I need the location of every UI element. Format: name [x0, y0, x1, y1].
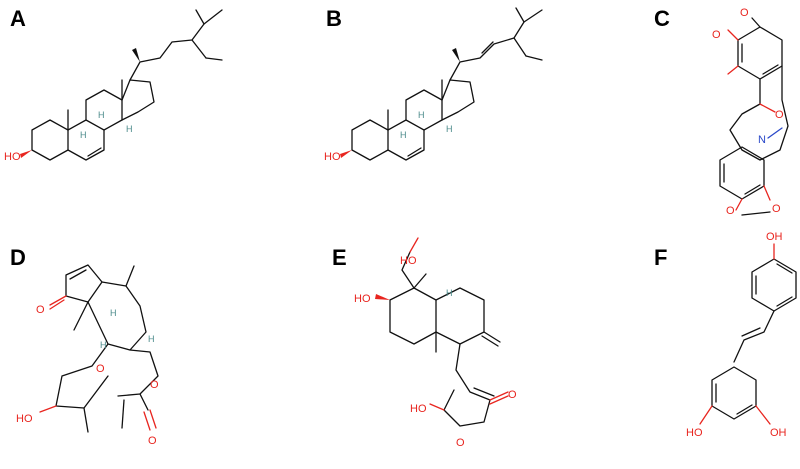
panel-label-d: D: [10, 245, 26, 270]
oxygen-c3: O: [775, 109, 784, 121]
oxygen-e-carbonyl: O: [508, 389, 517, 401]
molecule-b: HO H H H: [324, 7, 543, 163]
hydroxyl-f-top: OH: [766, 231, 783, 243]
panel-b: B HO H H H: [324, 6, 543, 163]
hydroxyl-e-side: HO: [354, 293, 371, 305]
h-label-d3: H: [100, 340, 107, 350]
hydroxyl-f-right: OH: [770, 427, 787, 439]
oxygen-d4: O: [148, 435, 157, 447]
hydroxyl-f-left: HO: [686, 427, 703, 439]
panel-label-c: C: [654, 6, 670, 31]
molecule-c: O O O N O O: [712, 7, 789, 217]
h-label-e1: H: [446, 288, 453, 298]
hydroxyl-e-top: HO: [400, 255, 417, 267]
hydroxyl-a: HO: [4, 151, 21, 163]
oxygen-c5: O: [772, 203, 781, 215]
h-label-a1: H: [98, 110, 105, 120]
oxygen-d3: O: [150, 379, 159, 391]
h-label-a3: H: [126, 124, 133, 134]
panel-label-f: F: [654, 245, 667, 270]
hydroxyl-e-bottom: HO: [410, 403, 427, 415]
panel-label-a: A: [10, 6, 26, 31]
oxygen-d1: O: [36, 304, 45, 316]
panel-label-b: B: [326, 6, 342, 31]
h-label-d2: H: [148, 334, 155, 344]
h-label-b1: H: [418, 110, 425, 120]
molecule-f: OH HO OH: [686, 231, 797, 439]
hydroxyl-b: HO: [324, 151, 341, 163]
oxygen-c2: O: [712, 29, 721, 41]
panel-c: C O O O N O O: [654, 6, 789, 217]
nitrogen-c: N: [758, 134, 766, 146]
panel-f: F OH HO OH: [654, 231, 797, 439]
h-label-a2: H: [80, 130, 87, 140]
oxygen-c4: O: [726, 205, 735, 217]
oxygen-c1: O: [740, 7, 749, 19]
oxygen-d2: O: [96, 363, 105, 375]
panel-a: A HO H H H: [4, 6, 223, 163]
hydroxyl-d: HO: [16, 413, 33, 425]
panel-label-e: E: [332, 245, 347, 270]
molecule-a: HO H H H: [4, 9, 223, 163]
molecule-d: O O O O HO H H H: [16, 264, 159, 447]
h-label-b3: H: [446, 124, 453, 134]
oxygen-e-ring: O: [456, 437, 465, 449]
h-label-d1: H: [110, 308, 117, 318]
panel-e: E HO HO HO O O H: [332, 237, 517, 449]
molecule-e: HO HO HO O O H: [354, 237, 517, 449]
h-label-b2: H: [400, 130, 407, 140]
panel-d: D O O O O HO H H H: [10, 245, 159, 447]
